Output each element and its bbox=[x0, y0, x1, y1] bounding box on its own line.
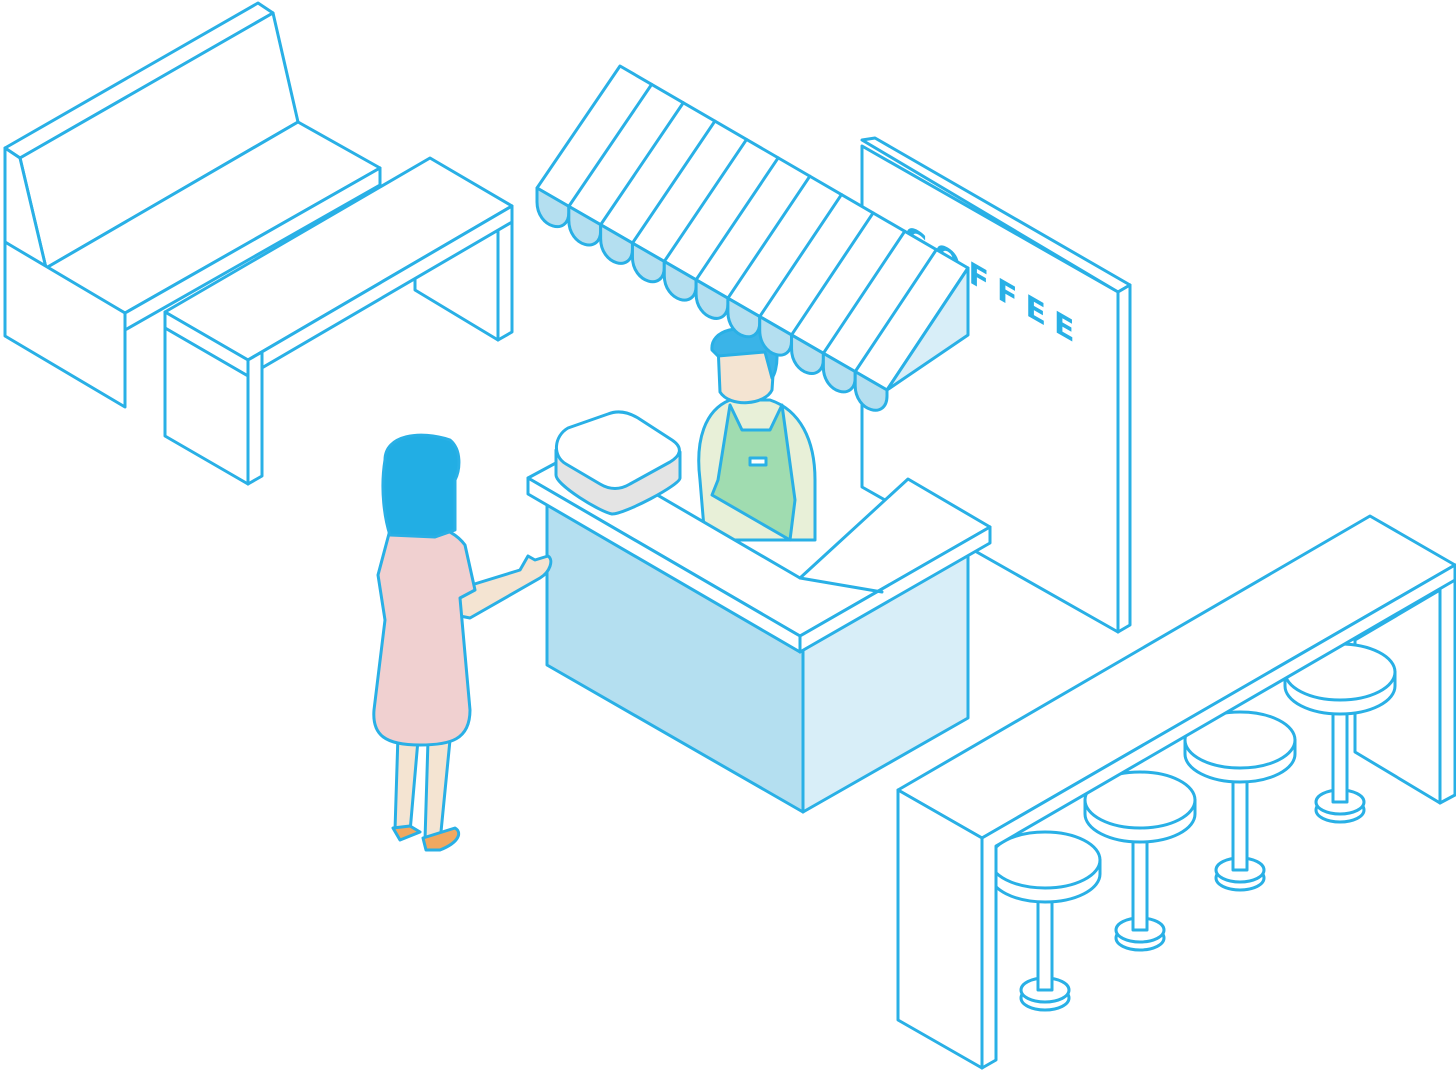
cash-register bbox=[554, 410, 682, 516]
bar-stool bbox=[1183, 710, 1297, 892]
bar-stools bbox=[988, 642, 1397, 1012]
bar-stool bbox=[1083, 770, 1197, 952]
barista bbox=[697, 327, 817, 542]
awning-scallop bbox=[853, 370, 889, 412]
bench bbox=[163, 156, 514, 486]
awning-stripe bbox=[853, 248, 938, 374]
awning-stripe bbox=[567, 82, 654, 208]
awning-stripe bbox=[694, 156, 780, 282]
bar-table-front bbox=[896, 514, 1456, 1070]
bar-stool bbox=[1283, 642, 1397, 824]
bar-stool bbox=[988, 830, 1102, 1012]
awning-stripe bbox=[790, 211, 875, 337]
awning-stripe bbox=[630, 119, 717, 245]
awning-stripe bbox=[662, 137, 749, 263]
awning-stripe bbox=[599, 101, 685, 227]
awning-stripe bbox=[726, 174, 812, 300]
awning-scallops bbox=[535, 186, 889, 412]
sofa bbox=[3, 1, 382, 409]
customer-woman bbox=[372, 433, 553, 852]
awning-stripe bbox=[758, 193, 843, 319]
awning-stripe bbox=[821, 229, 907, 355]
